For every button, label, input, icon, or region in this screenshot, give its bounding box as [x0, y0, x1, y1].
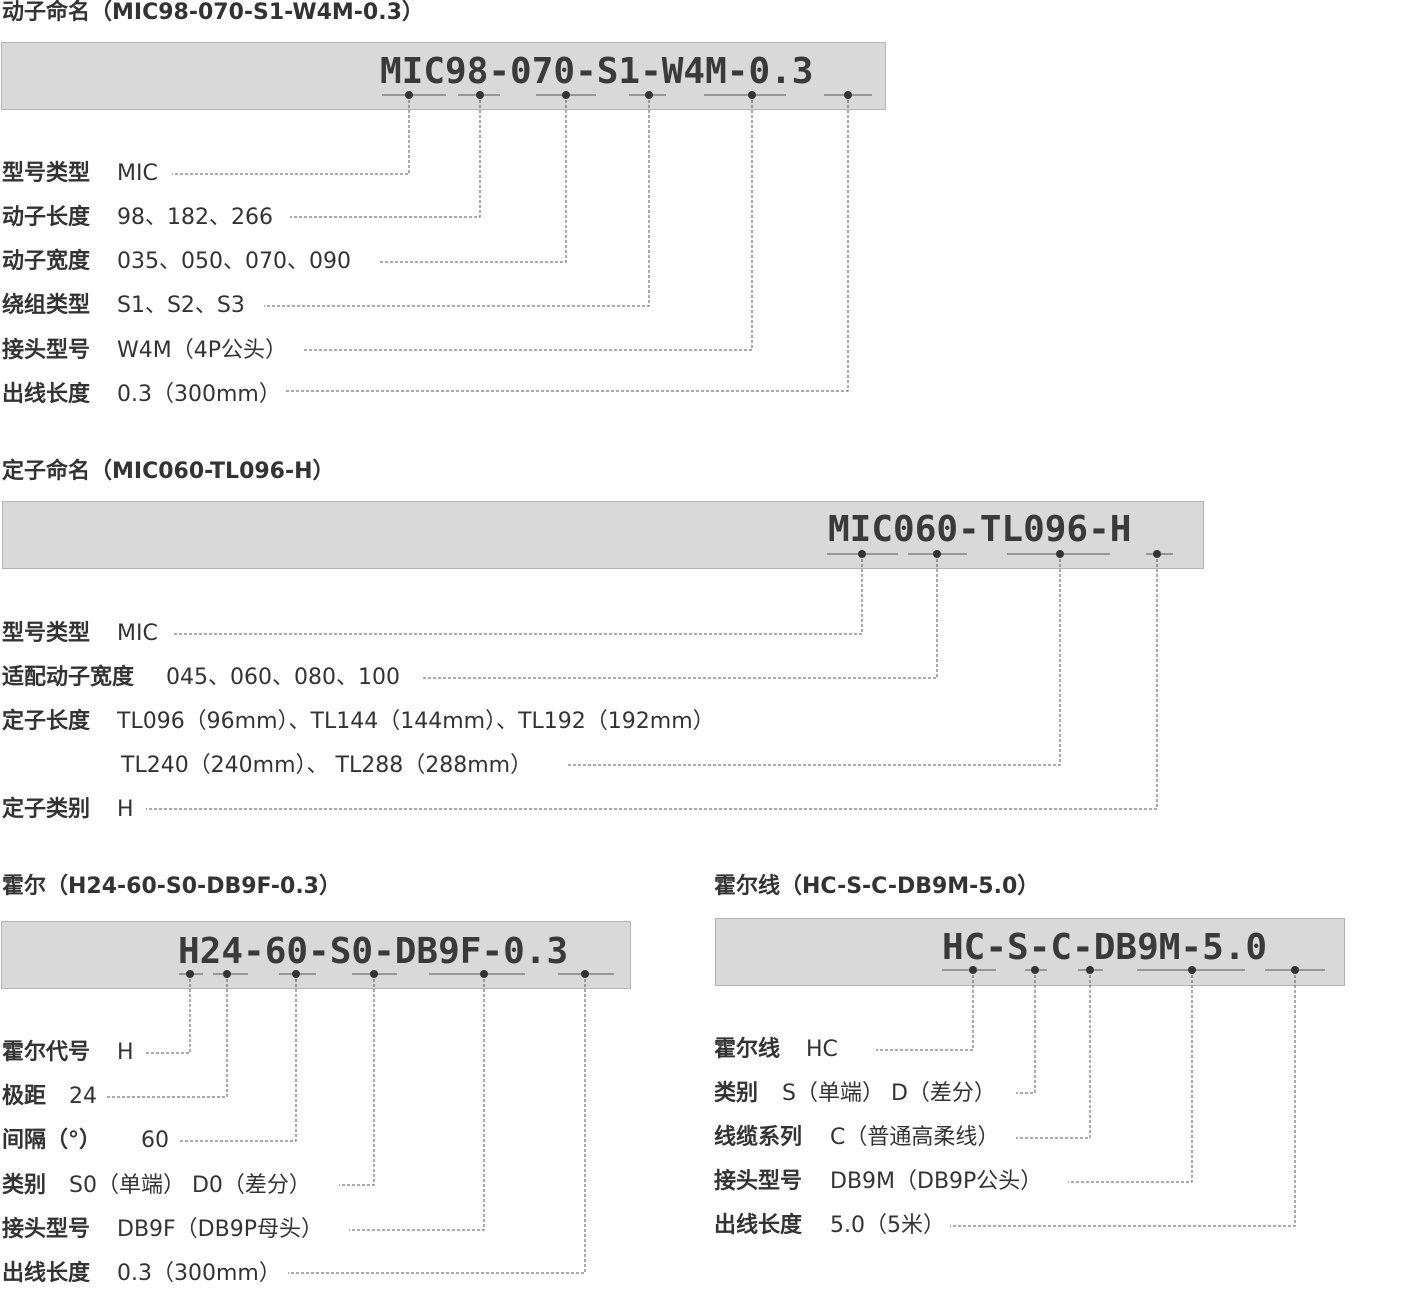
- hall-row-value: 24: [69, 1084, 97, 1109]
- hall-row-value: 60: [141, 1128, 169, 1153]
- hallcable-row-value: 5.0（5米）: [830, 1213, 945, 1238]
- mover-row-value: MIC: [117, 161, 158, 186]
- hall-row-label: 接头型号: [2, 1217, 91, 1242]
- mover-row-value: W4M（4P公头）: [117, 338, 287, 363]
- mover-row-label: 动子宽度: [2, 249, 91, 274]
- hallcable-leaders: [876, 970, 1296, 1227]
- hall-row-label: 霍尔代号: [2, 1040, 91, 1065]
- mover-row-value: 035、050、070、090: [117, 249, 351, 274]
- hall-leaders: [106, 974, 586, 1274]
- hallcable-row-value: HC: [806, 1037, 838, 1062]
- hallcable-code: HC-S-C-DB9M-5.0: [942, 927, 1268, 968]
- hall-row-label: 出线长度: [2, 1261, 91, 1286]
- hall-row-value: S0（单端） D0（差分）: [69, 1173, 311, 1198]
- stator-leaders: [146, 554, 1158, 810]
- stator-row-value: 045、060、080、100: [166, 665, 400, 690]
- hallcable-row-label: 接头型号: [714, 1169, 803, 1194]
- hallcable-title: 霍尔线（HC-S-C-DB9M-5.0）: [714, 874, 1040, 899]
- hallcable-row-value: S（单端） D（差分）: [782, 1081, 996, 1106]
- mover-code: MIC98-070-S1-W4M-0.3: [380, 51, 814, 92]
- mover-row-label: 绕组类型: [2, 293, 91, 318]
- mover-code-box: [1, 42, 886, 110]
- hall-code: H24-60-S0-DB9F-0.3: [178, 931, 569, 972]
- mover-row-label: 接头型号: [2, 338, 91, 363]
- hall-code-box: [1, 921, 631, 989]
- mover-row-label: 动子长度: [2, 205, 91, 230]
- hall-row-label: 类别: [2, 1173, 47, 1198]
- hallcable-code-box: [715, 918, 1345, 986]
- stator-row-value: H: [117, 797, 134, 822]
- stator-title: 定子命名（MIC060-TL096-H）: [2, 459, 335, 484]
- hallcable-row-label: 出线长度: [714, 1213, 803, 1238]
- stator-row-value: TL240（240mm）、 TL288（288mm）: [121, 753, 533, 778]
- stator-code-box: [2, 501, 1204, 569]
- stator-row-label: 型号类型: [2, 621, 91, 646]
- mover-row-label: 型号类型: [2, 161, 91, 186]
- mover-leaders: [172, 95, 849, 392]
- mover-row-value: S1、S2、S3: [117, 293, 245, 318]
- hall-row-label: 间隔（°）: [2, 1128, 102, 1153]
- mover-title: 动子命名（MIC98-070-S1-W4M-0.3）: [2, 0, 424, 25]
- hall-row-value: DB9F（DB9P母头）: [117, 1217, 323, 1242]
- hallcable-row-label: 霍尔线: [714, 1037, 781, 1062]
- stator-code: MIC060-TL096-H: [828, 509, 1132, 550]
- hallcable-row-label: 线缆系列: [714, 1125, 803, 1150]
- mover-row-label: 出线长度: [2, 382, 91, 407]
- stator-row-label: 定子类别: [2, 797, 91, 822]
- hallcable-row-value: DB9M（DB9P公头）: [830, 1169, 1043, 1194]
- mover-row-value: 0.3（300mm）: [117, 382, 281, 407]
- hall-row-label: 极距: [2, 1084, 47, 1109]
- hallcable-row-value: C（普通高柔线）: [830, 1125, 1000, 1150]
- stator-row-label: 定子长度: [2, 709, 91, 734]
- hall-row-value: 0.3（300mm）: [117, 1261, 281, 1286]
- mover-row-value: 98、182、266: [117, 205, 273, 230]
- stator-row-value: MIC: [117, 621, 158, 646]
- stator-row-value: TL096（96mm）、TL144（144mm）、TL192（192mm）: [117, 709, 715, 734]
- hall-row-value: H: [117, 1040, 134, 1065]
- stator-row-label: 适配动子宽度: [2, 665, 135, 690]
- hall-title: 霍尔（H24-60-S0-DB9F-0.3）: [2, 874, 341, 899]
- hallcable-row-label: 类别: [714, 1081, 759, 1106]
